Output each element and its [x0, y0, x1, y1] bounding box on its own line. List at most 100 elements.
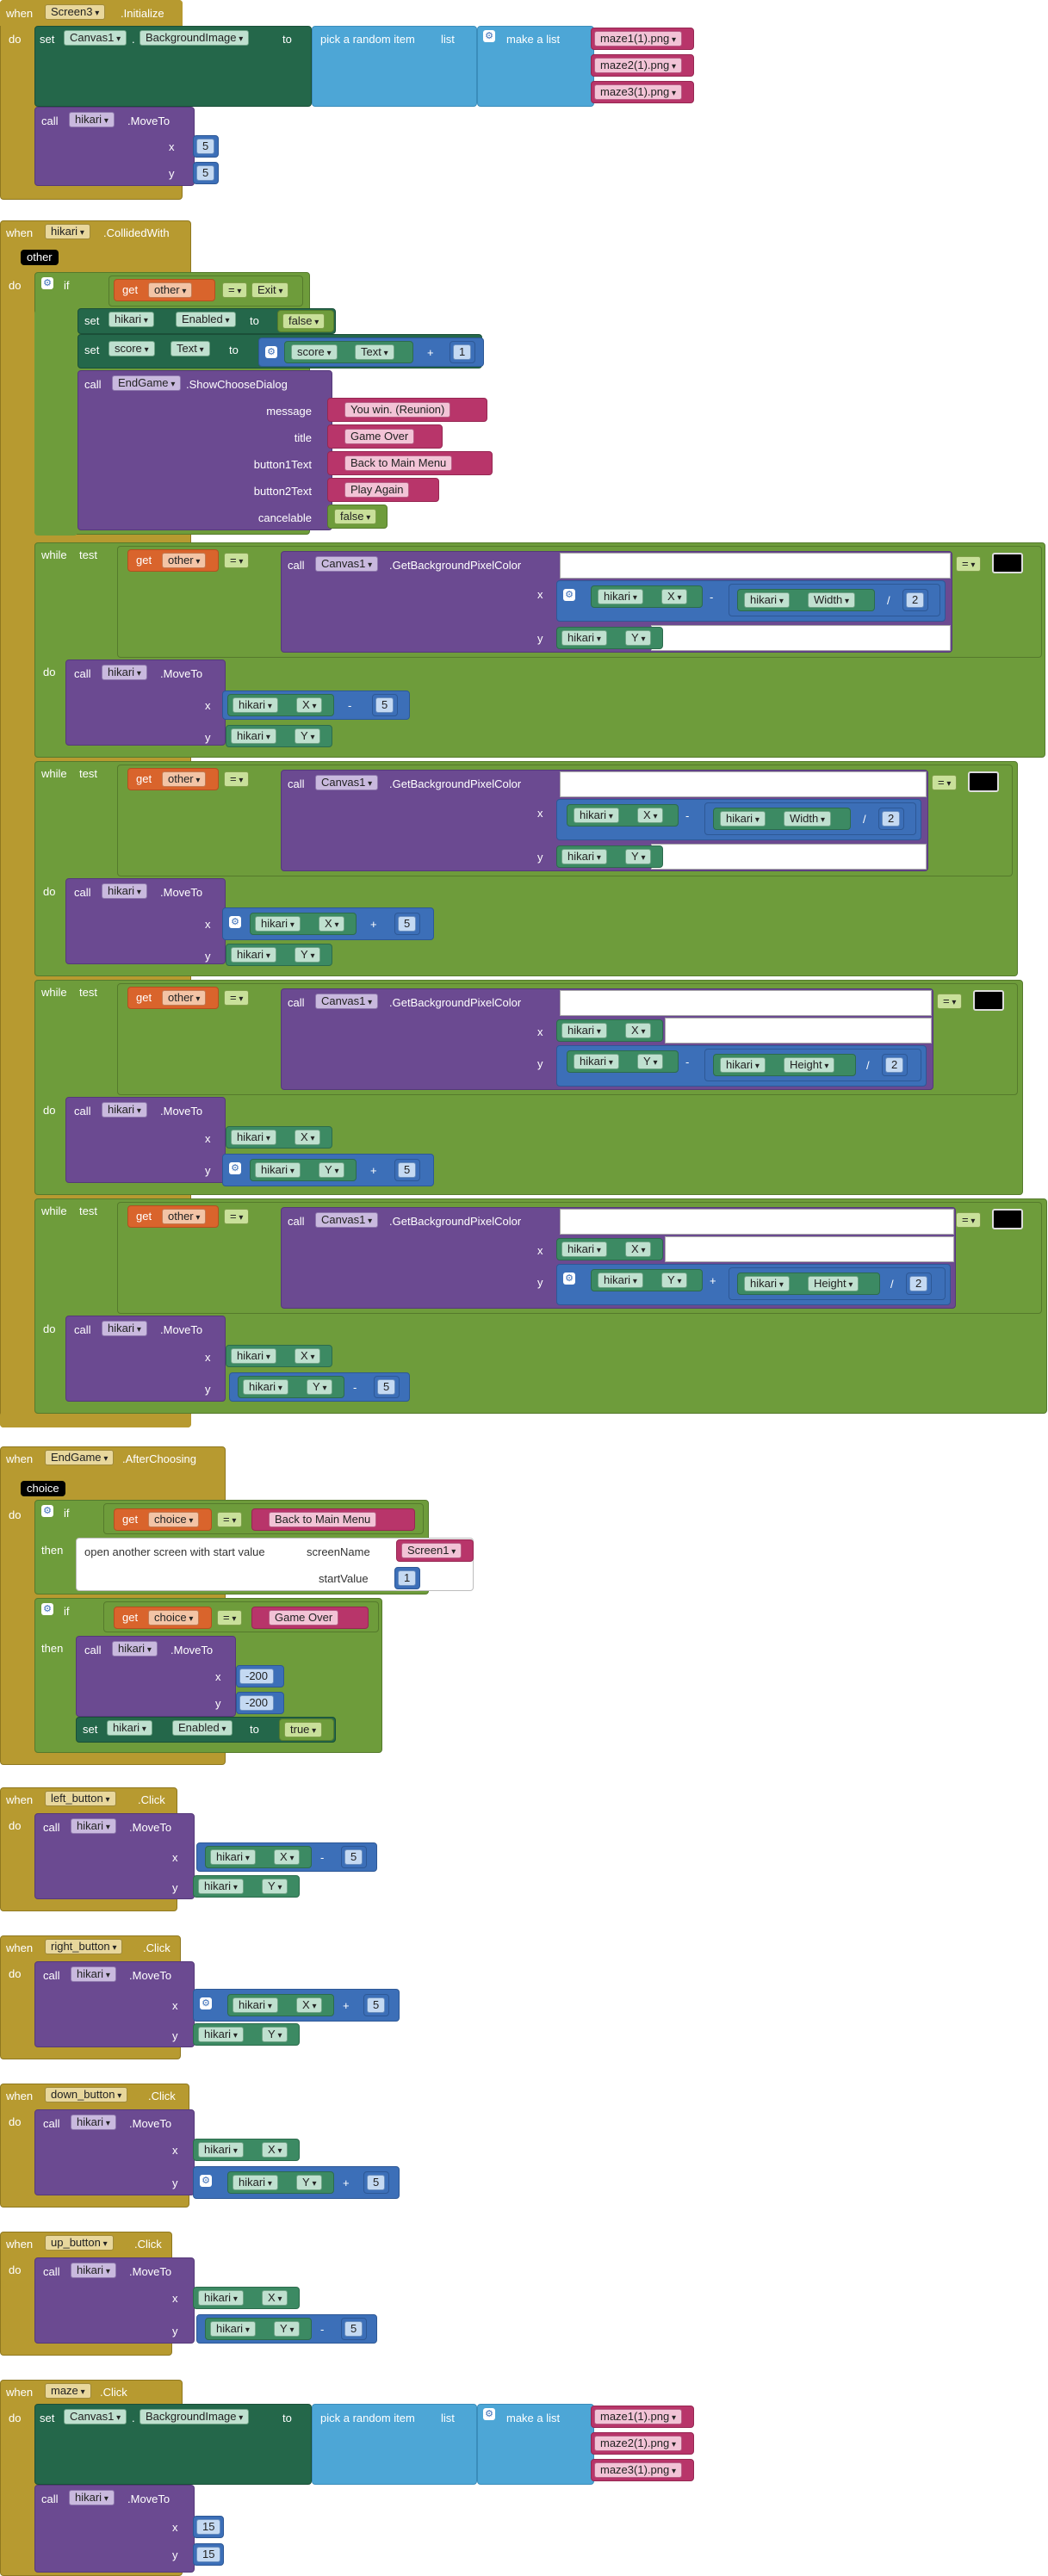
number-field[interactable]: 5 — [377, 1379, 396, 1395]
x-dropdown[interactable]: X — [262, 2142, 288, 2158]
gear-icon[interactable]: ⚙ — [483, 2408, 495, 2420]
x-dropdown[interactable]: X — [296, 697, 323, 713]
hikari-dropdown[interactable]: hikari — [243, 1379, 288, 1395]
number-field[interactable]: 5 — [196, 165, 215, 181]
number-field[interactable]: 5 — [344, 2321, 363, 2337]
true-dropdown[interactable]: true — [284, 1722, 323, 1737]
y-dropdown[interactable]: Y — [295, 947, 321, 963]
number-field[interactable]: -200 — [239, 1695, 275, 1711]
color-black-swatch[interactable] — [992, 1209, 1023, 1229]
exit-dropdown[interactable]: Exit — [251, 282, 289, 298]
gear-icon[interactable]: ⚙ — [41, 1603, 53, 1615]
hikari-dropdown[interactable]: hikari — [720, 811, 766, 827]
maze1-dropdown[interactable]: maze1(1).png — [594, 2409, 683, 2424]
number-field[interactable]: 5 — [398, 1162, 417, 1178]
hikari-dropdown[interactable]: hikari — [71, 1818, 116, 1834]
number-field[interactable]: 2 — [906, 592, 925, 608]
x-dropdown[interactable]: X — [295, 1130, 321, 1145]
hikari-dropdown[interactable]: hikari — [107, 1720, 152, 1736]
screen3-dropdown[interactable]: Screen3 — [45, 4, 106, 20]
hikari-dropdown[interactable]: hikari — [210, 1849, 256, 1865]
gear-icon[interactable]: ⚙ — [41, 1505, 53, 1517]
other-dropdown[interactable]: other — [148, 282, 193, 298]
canvas1-dropdown[interactable]: Canvas1 — [315, 1212, 379, 1228]
x-dropdown[interactable]: X — [295, 1348, 321, 1364]
y-dropdown[interactable]: Y — [295, 728, 321, 744]
maze3-dropdown[interactable]: maze3(1).png — [594, 2462, 683, 2478]
y-dropdown[interactable]: Y — [625, 630, 652, 646]
hikari-dropdown[interactable]: hikari — [561, 849, 607, 864]
make-list-block[interactable] — [477, 26, 594, 107]
hikari-dropdown[interactable]: hikari — [574, 808, 619, 823]
gear-icon[interactable]: ⚙ — [265, 346, 277, 358]
number-field[interactable]: 5 — [344, 1849, 363, 1865]
hikari-dropdown[interactable]: hikari — [561, 1242, 607, 1257]
gear-icon[interactable]: ⚙ — [229, 1162, 241, 1174]
hikari-dropdown[interactable]: hikari — [231, 1130, 276, 1145]
hikari-dropdown[interactable]: hikari — [744, 1276, 790, 1291]
number-field[interactable]: 2 — [885, 1057, 904, 1073]
other-dropdown[interactable]: other — [162, 771, 207, 787]
score-dropdown[interactable]: score — [291, 344, 338, 360]
number-field[interactable]: 15 — [196, 2547, 221, 2562]
hikari-dropdown[interactable]: hikari — [198, 2027, 244, 2042]
hikari-dropdown[interactable]: hikari — [71, 1966, 116, 1982]
hikari-dropdown[interactable]: hikari — [69, 112, 115, 127]
x-dropdown[interactable]: X — [625, 1242, 652, 1257]
gear-icon[interactable]: ⚙ — [200, 1997, 212, 2009]
y-dropdown[interactable]: Y — [319, 1162, 345, 1178]
number-field[interactable]: 2 — [909, 1276, 928, 1291]
eq-dropdown[interactable]: = — [937, 994, 963, 1009]
gear-icon[interactable]: ⚙ — [563, 589, 575, 601]
back-main-text-field[interactable]: Back to Main Menu — [269, 1512, 377, 1527]
hikari-dropdown[interactable]: hikari — [71, 2263, 116, 2278]
y-dropdown[interactable]: Y — [625, 849, 652, 864]
color-black-swatch[interactable] — [968, 771, 999, 792]
maze3-dropdown[interactable]: maze3(1).png — [594, 84, 683, 100]
number-field[interactable]: 2 — [882, 811, 901, 827]
hikari-dropdown[interactable]: hikari — [109, 312, 154, 327]
right-button-dropdown[interactable]: right_button — [45, 1939, 123, 1954]
hikari-dropdown[interactable]: hikari — [231, 947, 276, 963]
pick-random-item-block[interactable] — [312, 2404, 477, 2485]
hikari-dropdown[interactable]: hikari — [102, 665, 147, 680]
number-field[interactable]: 15 — [196, 2519, 221, 2535]
bgimage-dropdown[interactable]: BackgroundImage — [140, 2409, 250, 2424]
eq-dropdown[interactable]: = — [224, 771, 250, 787]
canvas1-dropdown[interactable]: Canvas1 — [64, 2409, 127, 2424]
y-dropdown[interactable]: Y — [262, 2027, 288, 2042]
endgame-dropdown[interactable]: EndGame — [45, 1450, 115, 1465]
call-endgame-showchoosedialog-block[interactable] — [78, 370, 332, 530]
number-field[interactable]: 5 — [375, 697, 394, 713]
hikari-dropdown[interactable]: hikari — [233, 1997, 278, 2013]
eq-dropdown[interactable]: = — [217, 1610, 243, 1625]
hikari-dropdown[interactable]: hikari — [598, 1273, 643, 1288]
height-dropdown[interactable]: Height — [784, 1057, 835, 1073]
color-black-swatch[interactable] — [992, 553, 1023, 573]
hikari-dropdown[interactable]: hikari — [112, 1641, 158, 1656]
eq-dropdown[interactable]: = — [956, 556, 982, 572]
gear-icon[interactable]: ⚙ — [483, 30, 495, 42]
up-button-dropdown[interactable]: up_button — [45, 2235, 114, 2251]
x-dropdown[interactable]: X — [625, 1023, 652, 1038]
x-dropdown[interactable]: X — [319, 916, 345, 932]
y-dropdown[interactable]: Y — [637, 1054, 664, 1069]
gear-icon[interactable]: ⚙ — [229, 916, 241, 928]
number-field[interactable]: 5 — [398, 916, 417, 932]
choice-dropdown[interactable]: choice — [148, 1512, 200, 1527]
param-choice[interactable]: choice — [21, 1481, 65, 1496]
canvas1-dropdown[interactable]: Canvas1 — [315, 556, 379, 572]
y-dropdown[interactable]: Y — [307, 1379, 333, 1395]
hikari-dropdown[interactable]: hikari — [45, 224, 90, 239]
button2-text-field[interactable]: Play Again — [344, 482, 410, 498]
x-dropdown[interactable]: X — [262, 2290, 288, 2306]
game-over-text-field[interactable]: Game Over — [269, 1610, 339, 1625]
eq-dropdown[interactable]: = — [932, 775, 958, 790]
enabled-dropdown[interactable]: Enabled — [172, 1720, 233, 1736]
false-dropdown[interactable]: false — [282, 313, 326, 329]
canvas1-dropdown[interactable]: Canvas1 — [315, 994, 379, 1009]
hikari-dropdown[interactable]: hikari — [231, 728, 276, 744]
hikari-dropdown[interactable]: hikari — [561, 1023, 607, 1038]
y-dropdown[interactable]: Y — [661, 1273, 688, 1288]
false-dropdown[interactable]: false — [334, 509, 377, 524]
